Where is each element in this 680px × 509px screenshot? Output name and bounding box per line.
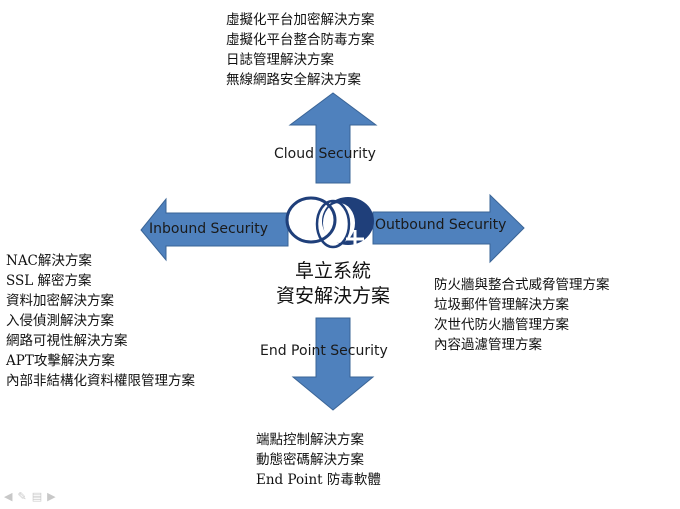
list-item: 虛擬化平台加密解決方案 <box>226 12 375 28</box>
list-item: 無線網路安全解決方案 <box>226 72 361 88</box>
list-item: 內容過濾管理方案 <box>434 337 542 353</box>
list-item: 防火牆與整合式威脅管理方案 <box>434 277 610 293</box>
list-item: 內部非結構化資料權限管理方案 <box>6 373 195 389</box>
prev-arrow-icon[interactable]: ◀ <box>4 490 13 503</box>
list-item: End Point 防毒軟體 <box>256 472 381 488</box>
center-title-line2: 資安解決方案 <box>275 285 390 307</box>
list-item: 資料加密解決方案 <box>6 293 114 309</box>
list-item: 垃圾郵件管理解決方案 <box>434 297 569 313</box>
list-item: NAC解決方案 <box>6 253 92 269</box>
pen-icon[interactable]: ✎ <box>17 490 27 503</box>
company-logo-icon <box>285 196 374 249</box>
list-item: APT攻擊解決方案 <box>6 353 115 369</box>
list-item: 日誌管理解決方案 <box>226 52 334 68</box>
endpoint-security-items: 端點控制解決方案 動態密碼解決方案 End Point 防毒軟體 <box>256 430 381 490</box>
list-item: 端點控制解決方案 <box>256 432 364 448</box>
list-item: 次世代防火牆管理方案 <box>434 317 569 333</box>
list-item: 動態密碼解決方案 <box>256 452 364 468</box>
next-arrow-icon[interactable]: ▶ <box>47 490 56 503</box>
slideshow-nav: ◀ ✎ ▤ ▶ <box>4 490 56 503</box>
outbound-security-items: 防火牆與整合式威脅管理方案 垃圾郵件管理解決方案 次世代防火牆管理方案 內容過濾… <box>434 275 610 355</box>
left-arrow <box>140 197 289 262</box>
up-arrow <box>288 92 378 184</box>
cloud-security-items: 虛擬化平台加密解決方案 虛擬化平台整合防毒方案 日誌管理解決方案 無線網路安全解… <box>226 10 375 90</box>
inbound-security-items: NAC解決方案 SSL 解密方案 資料加密解決方案 入侵偵測解決方案 網路可視性… <box>6 251 195 391</box>
outbound-security-label: Outbound Security <box>375 217 507 233</box>
center-title-line1: 阜立系統 <box>294 260 371 282</box>
center-title: 阜立系統 資安解決方案 <box>258 259 408 309</box>
right-arrow <box>372 193 525 264</box>
down-arrow <box>291 317 375 411</box>
list-item: 入侵偵測解決方案 <box>6 313 114 329</box>
list-item: SSL 解密方案 <box>6 273 92 289</box>
list-item: 虛擬化平台整合防毒方案 <box>226 32 375 48</box>
list-item: 網路可視性解決方案 <box>6 333 128 349</box>
endpoint-security-label: End Point Security <box>260 343 388 359</box>
cloud-security-label: Cloud Security <box>274 146 376 162</box>
inbound-security-label: Inbound Security <box>149 221 269 237</box>
menu-icon[interactable]: ▤ <box>31 490 43 503</box>
